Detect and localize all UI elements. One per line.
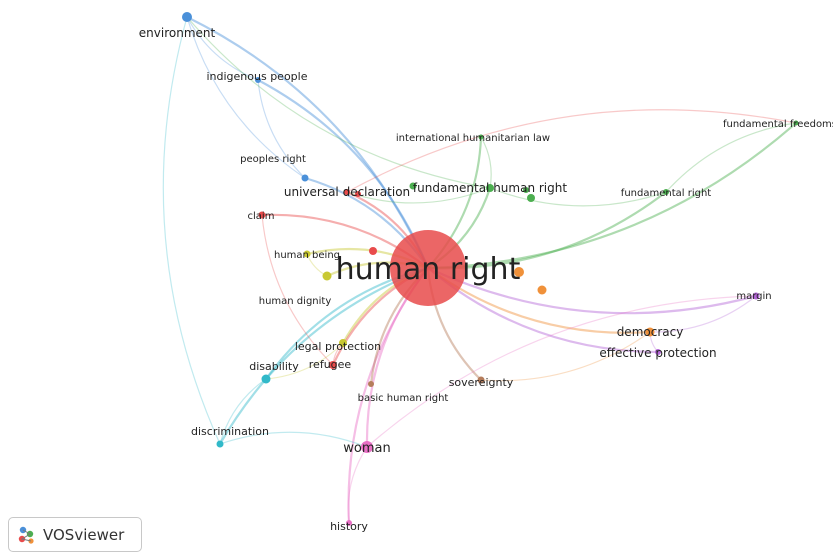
link-disability-discrimination bbox=[219, 378, 267, 445]
label-fundamental-human-right[interactable]: fundamental human right bbox=[413, 181, 567, 195]
link-sovereignty-democracy bbox=[480, 331, 651, 382]
node-dot[interactable] bbox=[355, 191, 361, 197]
label-international-humanitarian-law[interactable]: international humanitarian law bbox=[396, 133, 550, 144]
node-fundamental-human-right[interactable] bbox=[486, 184, 494, 192]
link-universal-declaration-fundamental-human-right bbox=[346, 187, 491, 204]
node-disability[interactable] bbox=[261, 374, 271, 384]
link-human-right-margin bbox=[427, 267, 757, 315]
node-peoples-right[interactable] bbox=[301, 174, 309, 182]
label-basic-human-right[interactable]: basic human right bbox=[358, 393, 449, 404]
node-history[interactable] bbox=[346, 520, 352, 526]
label-discrimination[interactable]: discrimination bbox=[191, 425, 269, 438]
node-refugee[interactable] bbox=[329, 361, 337, 369]
label-fundamental-right[interactable]: fundamental right bbox=[621, 188, 711, 199]
link-fundamental-human-right-fundamental-right bbox=[489, 187, 667, 207]
nodes-layer bbox=[182, 12, 799, 526]
label-woman[interactable]: woman bbox=[343, 441, 390, 456]
node-environment[interactable] bbox=[182, 12, 192, 22]
node-claim[interactable] bbox=[258, 211, 266, 219]
label-disability[interactable]: disability bbox=[249, 360, 299, 373]
node-fundamental-freedoms[interactable] bbox=[793, 120, 799, 126]
link-margin-woman bbox=[366, 295, 757, 448]
link-environment-indigenous-people bbox=[186, 16, 259, 81]
label-human-being[interactable]: human being bbox=[274, 250, 340, 261]
node-effective-protection[interactable] bbox=[655, 349, 661, 355]
link-woman-discrimination bbox=[219, 431, 368, 448]
link-human-right-fundamental-freedoms bbox=[427, 122, 797, 270]
label-claim[interactable]: claim bbox=[248, 211, 275, 222]
node-human-dignity[interactable] bbox=[322, 271, 332, 281]
label-margin[interactable]: margin bbox=[736, 291, 771, 302]
label-legal-protection[interactable]: legal protection bbox=[295, 340, 381, 353]
node-legal-protection[interactable] bbox=[339, 339, 347, 347]
labels-layer: human right environment indigenous people p… bbox=[139, 26, 833, 533]
link-fundamental-human-right-international-humanitarian-law bbox=[480, 136, 492, 189]
link-democracy-margin bbox=[649, 295, 757, 333]
node-dot[interactable] bbox=[537, 285, 547, 295]
link-disability-legal-protection bbox=[265, 342, 344, 380]
label-democracy[interactable]: democracy bbox=[617, 325, 684, 339]
link-claim-refugee bbox=[261, 214, 334, 366]
link-human-right-environment bbox=[186, 16, 430, 269]
link-environment-peoples-right bbox=[186, 16, 306, 179]
label-effective-protection[interactable]: effective protection bbox=[599, 346, 716, 360]
node-sovereignty[interactable] bbox=[477, 376, 485, 384]
node-international-humanitarian-law[interactable] bbox=[478, 134, 484, 140]
node-human-being[interactable] bbox=[303, 250, 311, 258]
link-woman-history bbox=[347, 446, 368, 524]
label-history[interactable]: history bbox=[330, 520, 368, 533]
label-sovereignty[interactable]: sovereignty bbox=[449, 376, 514, 389]
node-dot[interactable] bbox=[369, 247, 377, 255]
app-name: VOSviewer bbox=[43, 525, 125, 544]
node-democracy[interactable] bbox=[645, 327, 655, 337]
node-woman[interactable] bbox=[361, 441, 373, 453]
node-fundamental-right[interactable] bbox=[663, 189, 669, 195]
node-dot[interactable] bbox=[514, 267, 524, 277]
label-universal-declaration[interactable]: universal declaration bbox=[284, 185, 410, 199]
link-environment-fundamental-human-right bbox=[186, 16, 491, 189]
label-human-right[interactable]: human right bbox=[336, 252, 521, 287]
link-fundamental-freedoms-universal-declaration bbox=[346, 109, 797, 193]
label-fundamental-freedoms[interactable]: fundamental freedoms bbox=[723, 119, 833, 130]
node-human-right[interactable] bbox=[390, 230, 466, 306]
label-peoples-right[interactable]: peoples right bbox=[240, 154, 306, 165]
label-indigenous-people[interactable]: indigenous people bbox=[206, 70, 307, 83]
vosviewer-badge[interactable]: VOSviewer bbox=[8, 517, 142, 552]
node-dot[interactable] bbox=[527, 194, 535, 202]
node-discrimination[interactable] bbox=[216, 440, 224, 448]
label-human-dignity[interactable]: human dignity bbox=[259, 296, 332, 307]
vosviewer-logo-icon bbox=[18, 526, 34, 544]
node-dot[interactable] bbox=[409, 182, 417, 190]
link-indigenous-people-peoples-right bbox=[257, 79, 306, 179]
link-fundamental-freedoms-fundamental-right bbox=[665, 122, 797, 193]
node-universal-declaration[interactable] bbox=[344, 189, 350, 195]
link-environment-discrimination bbox=[162, 16, 221, 445]
label-environment[interactable]: environment bbox=[139, 26, 216, 40]
label-refugee[interactable]: refugee bbox=[309, 358, 352, 371]
node-indigenous-people[interactable] bbox=[255, 77, 261, 83]
node-margin[interactable] bbox=[752, 292, 760, 300]
link-human-right-indigenous-people bbox=[257, 79, 430, 269]
node-dot[interactable] bbox=[523, 187, 529, 193]
node-basic-human-right[interactable] bbox=[368, 381, 374, 387]
